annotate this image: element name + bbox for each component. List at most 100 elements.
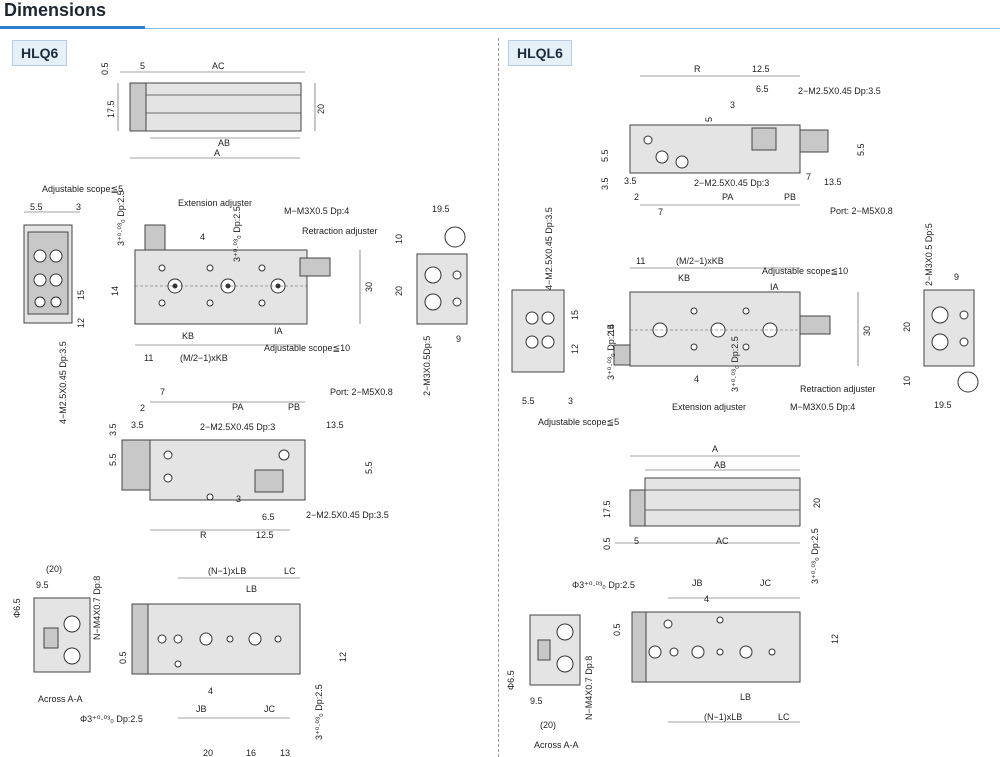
dim-label: 2−M2.5X0.45 Dp:3 bbox=[694, 178, 769, 188]
left-end-view-right: 19.5 10 20 9 2−M3X0.5Dp:5 bbox=[394, 204, 468, 396]
dim-label: 2−M2.5X0.45 Dp:3 bbox=[200, 422, 275, 432]
dim-label: PB bbox=[288, 402, 300, 412]
dim-label: 19.5 bbox=[934, 400, 952, 410]
dim-label: 2 bbox=[140, 403, 145, 413]
dim-label: 9 bbox=[954, 272, 959, 282]
right-bottom-view: R 12.5 6.5 2−M2.5X0.45 Dp:3.5 3 5 5.5 5.… bbox=[600, 64, 893, 217]
dim-label: A bbox=[214, 148, 220, 158]
dim-label: 12 bbox=[76, 318, 86, 328]
dim-label: PA bbox=[232, 402, 243, 412]
dim-label: Adjustable scope≦5 bbox=[538, 417, 619, 427]
model-tag-left: HLQ6 bbox=[12, 40, 68, 66]
dim-label: 2−M3X0.5 Dp:5 bbox=[924, 223, 934, 286]
dim-label: IA bbox=[274, 326, 283, 336]
dim-label: AC bbox=[212, 61, 225, 71]
dim-label: Across A-A bbox=[38, 694, 83, 704]
dim-label: 20 bbox=[902, 322, 912, 332]
dim-label: KB bbox=[678, 273, 690, 283]
dim-label: 2 bbox=[634, 192, 639, 202]
dim-label: 20 bbox=[394, 286, 404, 296]
dim-label: 0.5 bbox=[602, 537, 612, 550]
dim-label: 15 bbox=[76, 290, 86, 300]
dim-label: Φ3⁺⁰·⁰³₀ Dp:2.5 bbox=[572, 580, 635, 590]
dim-label: 6.5 bbox=[756, 84, 769, 94]
dim-label: Retraction adjuster bbox=[800, 384, 876, 394]
dim-label: 3 bbox=[730, 100, 735, 110]
dim-label: JC bbox=[264, 704, 276, 714]
dim-label: A bbox=[712, 444, 718, 454]
dim-label: 3⁺⁰·⁰³₀ Dp:2.5 bbox=[232, 206, 242, 262]
dim-label: 13 bbox=[280, 748, 290, 757]
dim-label: 3.5 bbox=[624, 176, 637, 186]
left-section-view: (20) 9.5 Φ6.5 N−M4X0.7 Dp:8 Across A-A bbox=[12, 564, 102, 704]
left-side-view: 0.5 5 AC 17.5 20 AB A bbox=[100, 61, 326, 159]
dim-label: 4−M2.5X0.45 Dp:3.5 bbox=[544, 207, 554, 290]
dim-label: Port: 2−M5X0.8 bbox=[330, 387, 393, 397]
dim-label: 5.5 bbox=[108, 453, 118, 466]
header-rule bbox=[145, 28, 1000, 29]
dim-label: 9 bbox=[456, 334, 461, 344]
dim-label: 12 bbox=[570, 344, 580, 354]
dim-label: 12.5 bbox=[752, 64, 770, 74]
dim-label: 5 bbox=[634, 536, 639, 546]
dim-label: Adjustable scope≦10 bbox=[264, 343, 350, 353]
left-end-view: 5.5 3 Adjustable scope≦5 15 12 4−M2.5X0.… bbox=[23, 184, 123, 424]
dim-label: N−M4X0.7 Dp:8 bbox=[584, 656, 594, 720]
dim-label: 7 bbox=[806, 172, 811, 182]
dim-label: 13.5 bbox=[326, 420, 344, 430]
dim-label: (N−1)xLB bbox=[704, 712, 742, 722]
header: Dimensions bbox=[0, 0, 1000, 30]
dim-label: 9.5 bbox=[36, 580, 49, 590]
dim-label: 5.5 bbox=[30, 202, 43, 212]
dim-label: 4 bbox=[704, 594, 709, 604]
dim-label: Φ3⁺⁰·⁰³₀ Dp:2.5 bbox=[80, 714, 143, 724]
dim-label: Extension adjuster bbox=[672, 402, 746, 412]
dim-label: 3 bbox=[76, 202, 81, 212]
dim-label: Adjustable scope≦10 bbox=[762, 266, 848, 276]
dim-label: 3.5 bbox=[108, 423, 118, 436]
dim-label: Φ6.5 bbox=[506, 670, 516, 690]
dim-label: Retraction adjuster bbox=[302, 226, 378, 236]
dim-label: 0.5 bbox=[118, 651, 128, 664]
left-top-view: Extension adjuster M−M3X0.5 Dp:4 Retract… bbox=[110, 190, 378, 363]
dim-label: 3 bbox=[236, 494, 241, 504]
dim-label: 3⁺⁰·⁰³₀ Dp:2.5 bbox=[810, 528, 820, 584]
dim-label: JB bbox=[692, 578, 703, 588]
dim-label: 0.5 bbox=[100, 62, 110, 75]
section-divider bbox=[498, 38, 499, 757]
dim-label: 2−M3X0.5Dp:5 bbox=[422, 336, 432, 396]
dim-label: 9.5 bbox=[530, 696, 543, 706]
dim-label: 5.5 bbox=[856, 143, 866, 156]
dim-label: Φ6.5 bbox=[12, 598, 22, 618]
right-section-view: Φ6.5 N−M4X0.7 Dp:8 9.5 (20) Across A-A bbox=[506, 614, 594, 750]
header-accent-line bbox=[0, 26, 145, 29]
dim-label: 6.5 bbox=[262, 512, 275, 522]
dim-label: 3 bbox=[568, 396, 573, 406]
dim-label: 2−M2.5X0.45 Dp:3.5 bbox=[798, 86, 881, 96]
dim-label: 14 bbox=[606, 324, 616, 334]
dim-label: 12.5 bbox=[256, 530, 274, 540]
dim-label: Extension adjuster bbox=[178, 198, 252, 208]
dim-label: 20 bbox=[812, 498, 822, 508]
dim-label: 3.5 bbox=[131, 420, 144, 430]
dim-label: 20 bbox=[316, 104, 326, 114]
dim-label: AB bbox=[218, 138, 230, 148]
dim-label: AB bbox=[714, 460, 726, 470]
dim-label: 2−M2.5X0.45 Dp:3.5 bbox=[306, 510, 389, 520]
dim-label: 12 bbox=[830, 634, 840, 644]
dim-label: 11 bbox=[636, 256, 645, 266]
dim-label: 3⁺⁰·⁰³₀ Dp:2.5 bbox=[116, 190, 126, 246]
right-end-view-right: 2−M3X0.5 Dp:5 9 20 10 19.5 bbox=[902, 223, 979, 410]
dim-label: 16 bbox=[246, 748, 256, 757]
dim-label: AC bbox=[716, 536, 729, 546]
dim-label: KB bbox=[182, 331, 194, 341]
dim-label: M−M3X0.5 Dp:4 bbox=[284, 206, 349, 216]
dim-label: 3⁺⁰·⁰³₀ Dp:2.5 bbox=[606, 324, 616, 380]
dim-label: 11 bbox=[144, 353, 153, 363]
dim-label: 4−M2.5X0.45 Dp:3.5 bbox=[58, 341, 68, 424]
dim-label: 10 bbox=[394, 234, 404, 244]
dim-label: (M/2−1)xKB bbox=[676, 256, 724, 266]
dim-label: (20) bbox=[540, 720, 556, 730]
dim-label: 15 bbox=[570, 310, 580, 320]
dim-label: (20) bbox=[46, 564, 62, 574]
